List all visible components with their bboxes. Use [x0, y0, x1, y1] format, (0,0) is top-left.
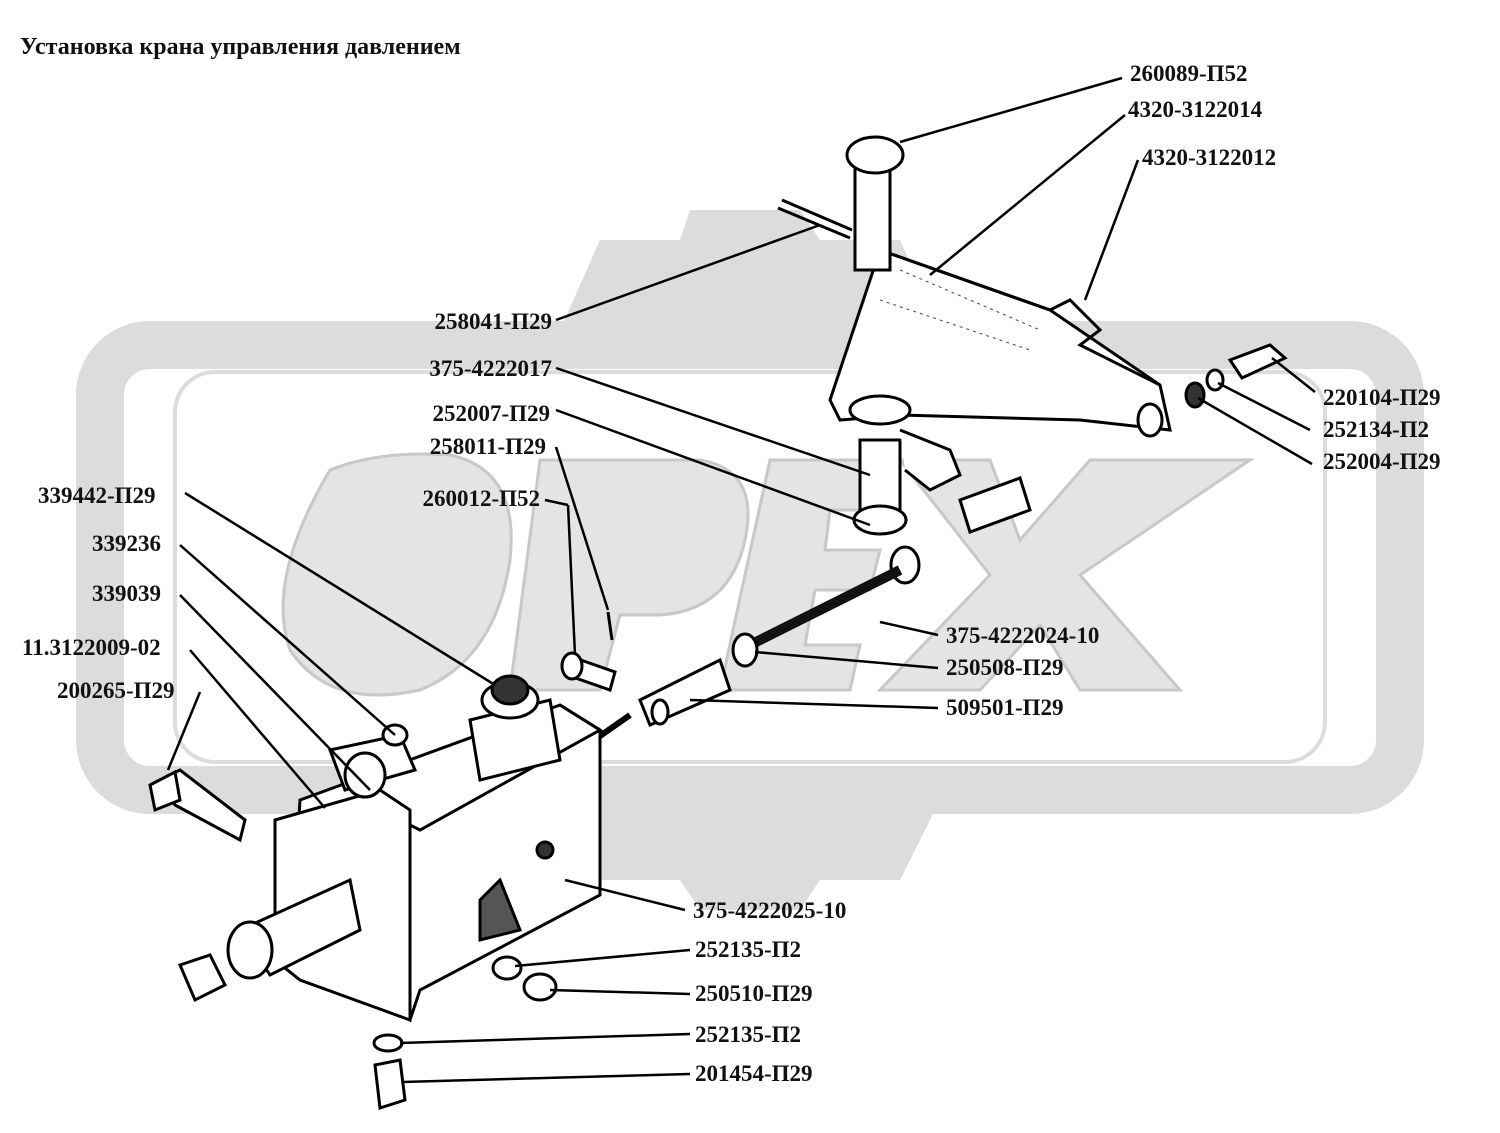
part-label-252135-p2-upper: 252135-П2 — [695, 937, 802, 962]
part-label-201454-p29: 201454-П29 — [695, 1061, 813, 1086]
part-label-250510-p29: 250510-П29 — [695, 981, 813, 1006]
part-label-252004-p29: 252004-П29 — [1323, 449, 1441, 474]
watermark-gear — [560, 210, 940, 910]
page-title: Установка крана управления давлением — [20, 34, 461, 60]
part-label-339236: 339236 — [92, 531, 161, 556]
pivot-pin — [845, 135, 905, 272]
bottom-nuts — [372, 955, 558, 1110]
part-label-375-4222025-10: 375-4222025-10 — [693, 898, 847, 923]
part-label-258041-p29: 258041-П29 — [434, 309, 552, 334]
bolt-right — [1184, 343, 1288, 409]
part-label-260089-p52: 260089-П52 — [1130, 61, 1248, 86]
watermark-frame — [76, 321, 1424, 814]
part-label-250508-p29: 250508-П29 — [946, 655, 1064, 680]
part-label-258011-p29: 258011-П29 — [429, 434, 546, 459]
part-label-252007-p29: 252007-П29 — [432, 401, 550, 426]
bolt-center — [560, 611, 617, 692]
part-label-375-4222024-10: 375-4222024-10 — [946, 623, 1100, 648]
valve-body — [273, 674, 603, 1023]
part-label-509501-p29: 509501-П29 — [946, 695, 1064, 720]
part-label-11-3122009-02: 11.3122009-02 — [22, 635, 161, 660]
part-label-339442-p29: 339442-П29 — [38, 483, 156, 508]
lever-bracket — [828, 248, 1172, 438]
part-label-260012-p52: 260012-П52 — [422, 486, 540, 511]
cotter-pin — [777, 198, 853, 240]
spring-washer — [852, 428, 962, 536]
leader-lines — [166, 76, 1316, 1084]
part-label-252135-p2-lower: 252135-П2 — [695, 1022, 802, 1047]
part-label-4320-3122014: 4320-3122014 — [1128, 97, 1263, 122]
rod-linkage — [578, 476, 1032, 753]
part-label-339039: 339039 — [92, 581, 161, 606]
part-label-4320-3122012: 4320-3122012 — [1142, 145, 1277, 170]
part-label-252134-p2: 252134-П2 — [1323, 417, 1430, 442]
part-label-375-4222017: 375-4222017 — [429, 356, 552, 381]
part-label-220104-p29: 220104-П29 — [1323, 385, 1441, 410]
part-label-200265-p29: 200265-П29 — [57, 678, 175, 703]
left-connector — [148, 768, 362, 1003]
